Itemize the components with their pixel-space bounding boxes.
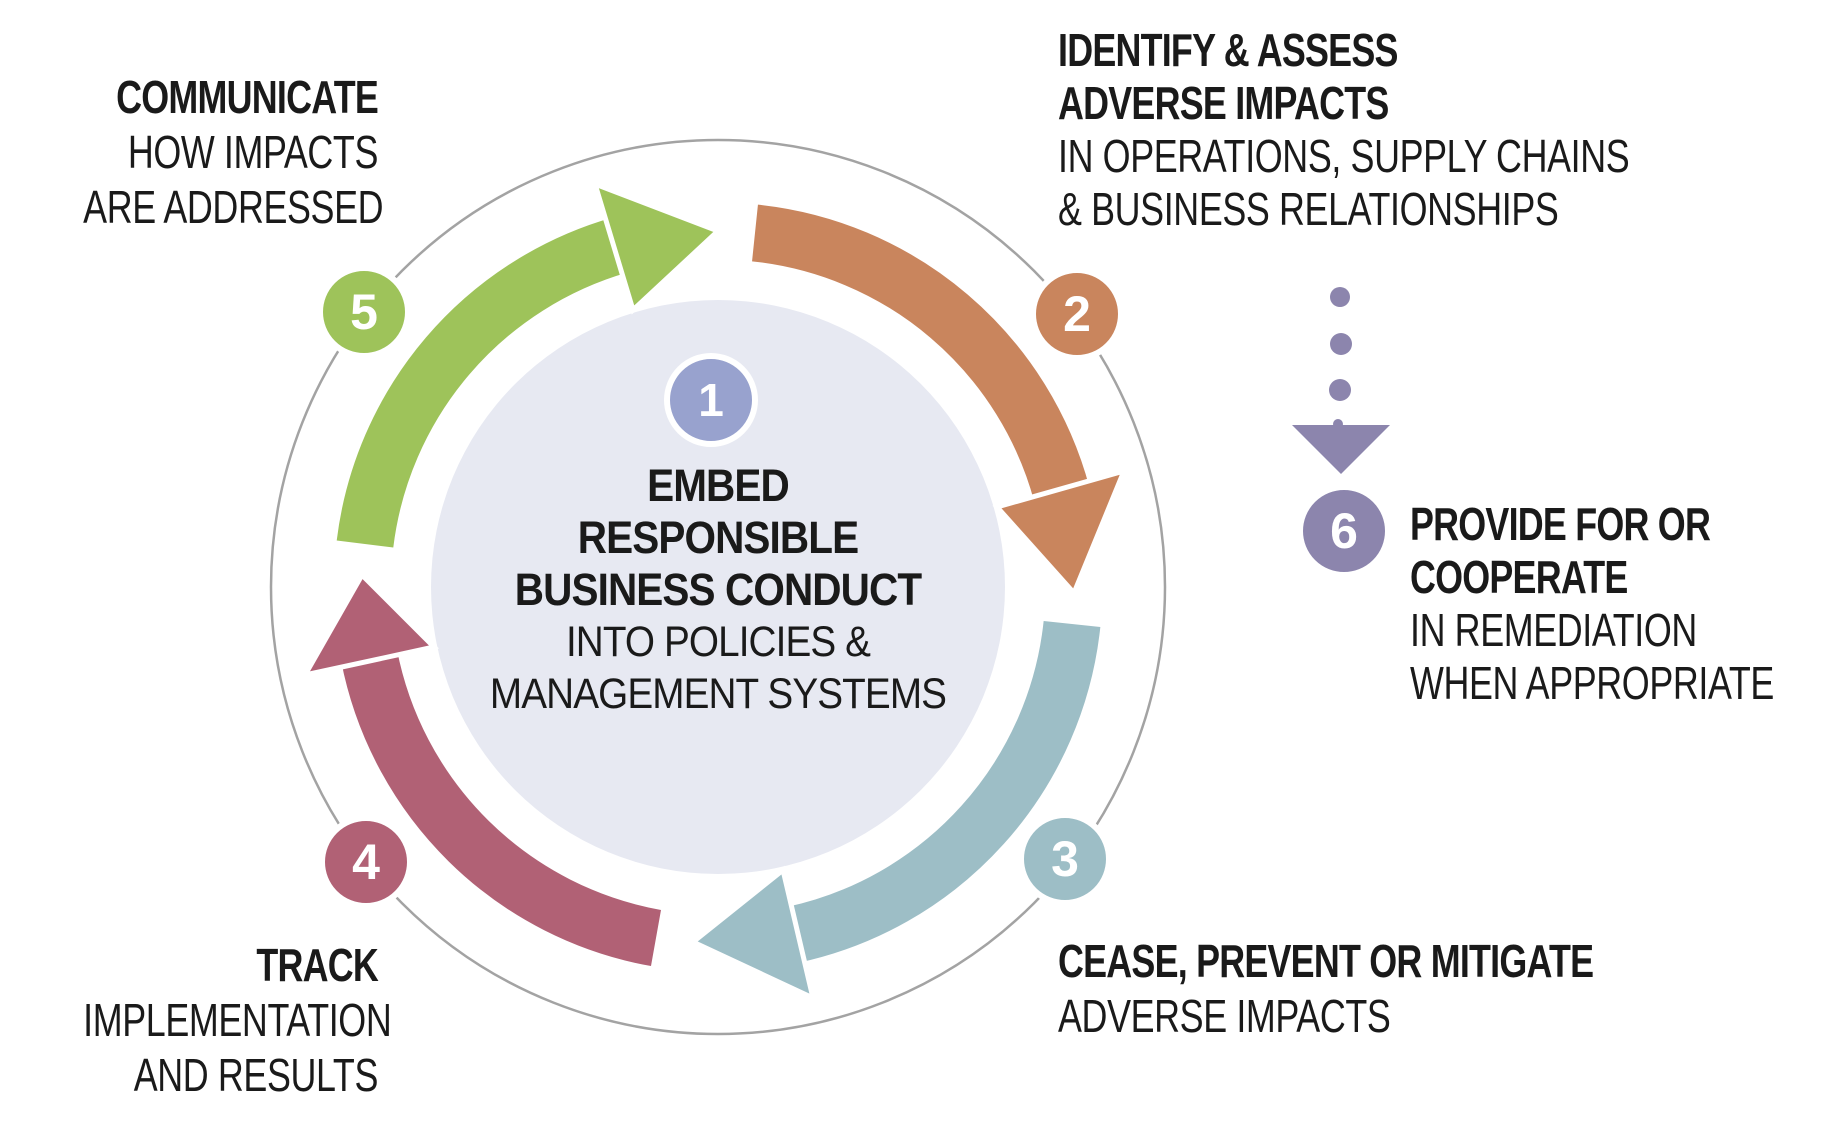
label-step5-communicate: COMMUNICATE HOW IMPACTS ARE ADDRESSED	[83, 70, 384, 235]
label-step6-provide: PROVIDE FOR OR COOPERATE IN REMEDIATION …	[1410, 498, 1774, 710]
label-line: HOW IMPACTS	[127, 126, 379, 178]
step-badge-5: 5	[317, 265, 411, 359]
label-step4-track: TRACK IMPLEMENTATION AND RESULTS	[83, 938, 392, 1103]
arrowhead-step5-icon	[591, 179, 723, 315]
label-line: ADVERSE IMPACTS	[1058, 990, 1391, 1042]
step-number-5: 5	[350, 284, 378, 340]
label-step3-cease: CEASE, PREVENT OR MITIGATE ADVERSE IMPAC…	[1058, 934, 1594, 1044]
outer-ring	[269, 138, 1167, 1036]
step-number-1: 1	[698, 374, 724, 426]
label-line: BUSINESS CONDUCT	[514, 564, 922, 615]
label-line: PROVIDE FOR OR	[1410, 498, 1711, 550]
label-line: RESPONSIBLE	[577, 512, 859, 563]
arrowhead-step4-icon	[300, 570, 440, 679]
arc-step2	[751, 204, 1090, 503]
arrowhead-step2-icon	[992, 467, 1129, 598]
step-number-4: 4	[352, 834, 380, 890]
step-badge-3: 3	[1018, 812, 1112, 906]
step-badge-4: 4	[319, 815, 413, 909]
dotted-arrow-icon	[1292, 287, 1390, 474]
step-number-3: 3	[1051, 831, 1079, 887]
step-number-6: 6	[1330, 503, 1358, 559]
label-line: AND RESULTS	[133, 1049, 379, 1101]
label-line: ARE ADDRESSED	[83, 181, 384, 233]
label-line: EMBED	[647, 460, 790, 511]
label-step2-identify: IDENTIFY & ASSESS ADVERSE IMPACTS IN OPE…	[1058, 24, 1630, 236]
arc-step5	[336, 217, 629, 548]
arc-step3	[785, 620, 1101, 963]
label-line: CEASE, PREVENT OR MITIGATE	[1058, 935, 1594, 987]
step-badge-2: 2	[1030, 267, 1124, 361]
inner-circle	[431, 300, 1005, 874]
label-line: MANAGEMENT SYSTEMS	[489, 670, 947, 718]
label-line: INTO POLICIES &	[565, 618, 871, 666]
step-badge-6: 6	[1297, 484, 1391, 578]
label-line: IN REMEDIATION	[1410, 604, 1697, 656]
label-step1-embed: EMBED RESPONSIBLE BUSINESS CONDUCT INTO …	[466, 460, 970, 720]
step-number-2: 2	[1063, 286, 1091, 342]
label-line: & BUSINESS RELATIONSHIPS	[1058, 183, 1559, 235]
label-line: WHEN APPROPRIATE	[1410, 657, 1774, 709]
label-line: IDENTIFY & ASSESS	[1058, 24, 1398, 76]
label-line: TRACK	[256, 939, 378, 991]
label-line: COMMUNICATE	[116, 71, 379, 123]
label-line: IMPLEMENTATION	[83, 994, 392, 1046]
label-line: COOPERATE	[1410, 551, 1628, 603]
label-line: IN OPERATIONS, SUPPLY CHAINS	[1058, 130, 1630, 182]
label-line: ADVERSE IMPACTS	[1058, 77, 1389, 129]
arrowhead-step3-icon	[688, 865, 817, 1003]
arc-step4	[341, 649, 662, 967]
step-badge-1: 1	[664, 353, 758, 447]
